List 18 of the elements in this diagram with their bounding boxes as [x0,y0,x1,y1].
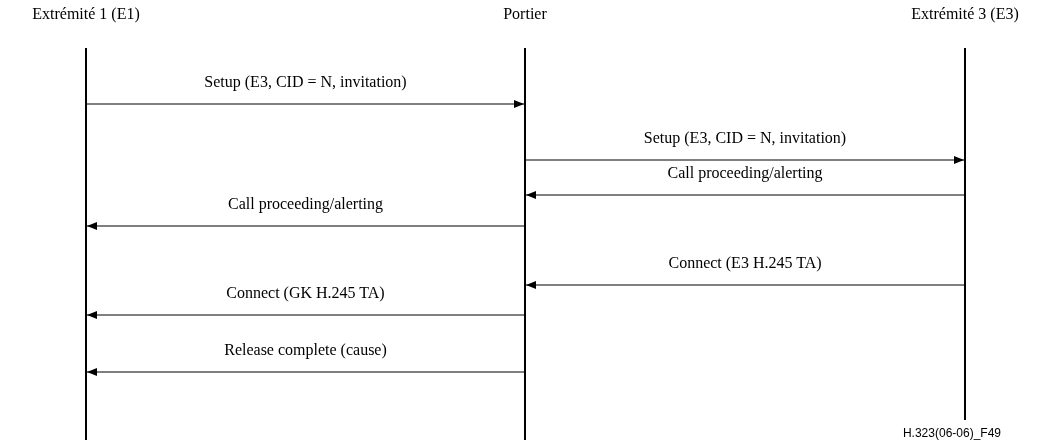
message-label: Call proceeding/alerting [225,194,386,214]
message-arrow [86,100,525,108]
message-label: Setup (E3, CID = N, invitation) [202,72,409,92]
message-arrow [86,311,525,319]
message-label: Release complete (cause) [222,340,389,360]
participant-name: Extrémité 1 (E1) [31,4,141,24]
message-label: Setup (E3, CID = N, invitation) [641,128,849,148]
message-arrow [86,368,525,376]
figure-id: H.323(06-06)_F49 [902,426,1001,440]
message-label: Connect (GK H.245 TA) [224,283,387,303]
message-arrow [525,281,965,289]
message-label: Connect (E3 H.245 TA) [666,253,824,273]
participant-name: Extrémité 3 (E3) [910,4,1020,24]
participant-name: Portier [502,4,548,24]
message-label: Call proceeding/alerting [665,163,825,183]
message-arrow [525,191,965,199]
message-arrow [86,222,525,230]
message-arrow [525,156,965,164]
